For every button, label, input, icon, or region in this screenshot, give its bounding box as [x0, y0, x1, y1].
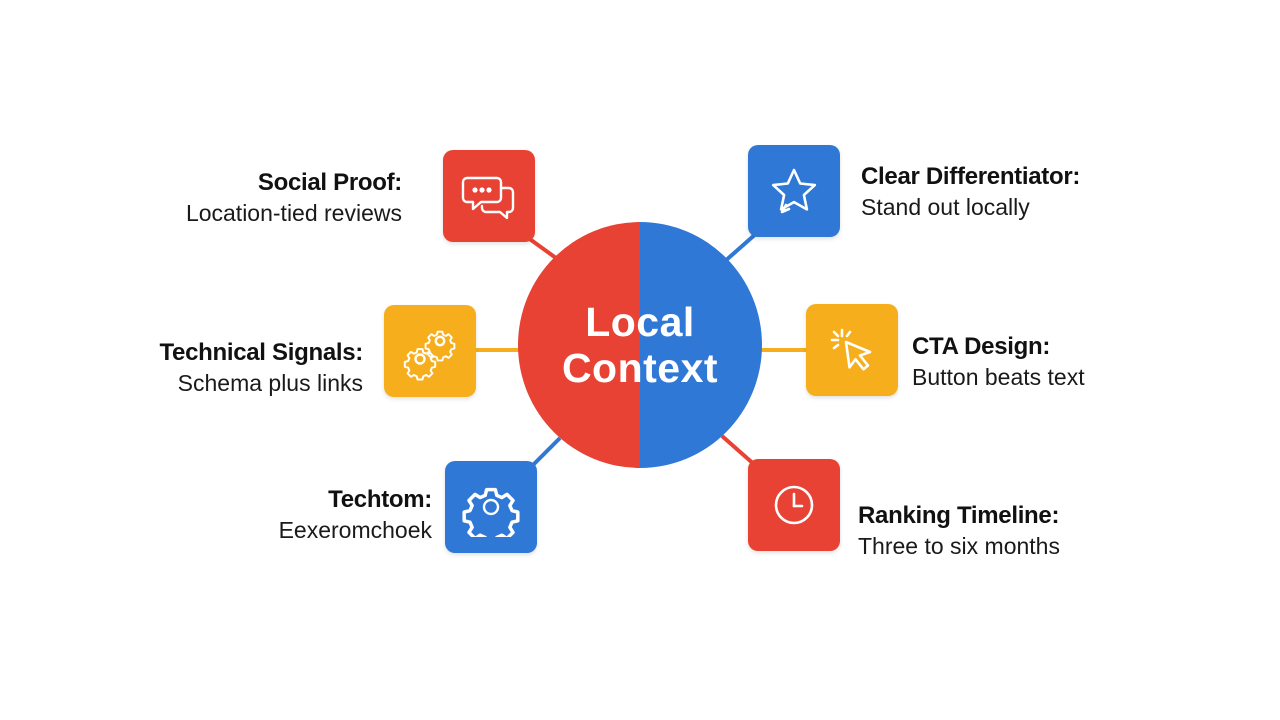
center-title: Local Context [561, 299, 719, 391]
clear-differentiator-node [748, 145, 840, 237]
techtom-node [445, 461, 537, 553]
social-proof-subtitle: Location-tied reviews [185, 200, 402, 226]
clear-differentiator-subtitle: Stand out locally [861, 194, 1030, 220]
center-hub-left-half [518, 222, 640, 468]
clear-differentiator-title: Clear Differentiator: [861, 163, 1081, 190]
center-hub-right-half [640, 222, 762, 468]
techtom-subtitle: Eexeromchoek [278, 517, 432, 543]
ranking-timeline-node [748, 459, 840, 551]
technical-signals-subtitle: Schema plus links [177, 370, 363, 396]
center-hub: Local Context [518, 222, 762, 468]
techtom-label: Techtom: Eexeromchoek [278, 485, 433, 545]
gear-icon [462, 487, 520, 537]
chat-bubbles-icon [461, 176, 515, 220]
technical-signals-node [384, 305, 476, 397]
cta-design-title: CTA Design: [912, 333, 1051, 360]
clear-differentiator-label: Clear Differentiator: Stand out locally [861, 162, 1080, 222]
cta-design-subtitle: Button beats text [912, 364, 1085, 390]
cta-design-label: CTA Design: Button beats text [912, 332, 1085, 392]
social-proof-title: Social Proof: [257, 169, 402, 196]
ranking-timeline-title: Ranking Timeline: [858, 502, 1060, 529]
ranking-timeline-subtitle: Three to six months [858, 533, 1060, 559]
gears-icon [403, 330, 456, 381]
techtom-title: Techtom: [328, 486, 432, 513]
technical-signals-title: Technical Signals: [159, 339, 363, 366]
clock-icon [774, 485, 814, 525]
star-icon [771, 168, 817, 214]
technical-signals-label: Technical Signals: Schema plus links [159, 338, 363, 398]
social-proof-label: Social Proof: Location-tied reviews [186, 168, 402, 228]
cursor-click-icon [830, 328, 872, 371]
ranking-timeline-label: Ranking Timeline: Three to six months [858, 501, 1060, 561]
cta-design-node [806, 304, 898, 396]
social-proof-node [443, 150, 535, 242]
